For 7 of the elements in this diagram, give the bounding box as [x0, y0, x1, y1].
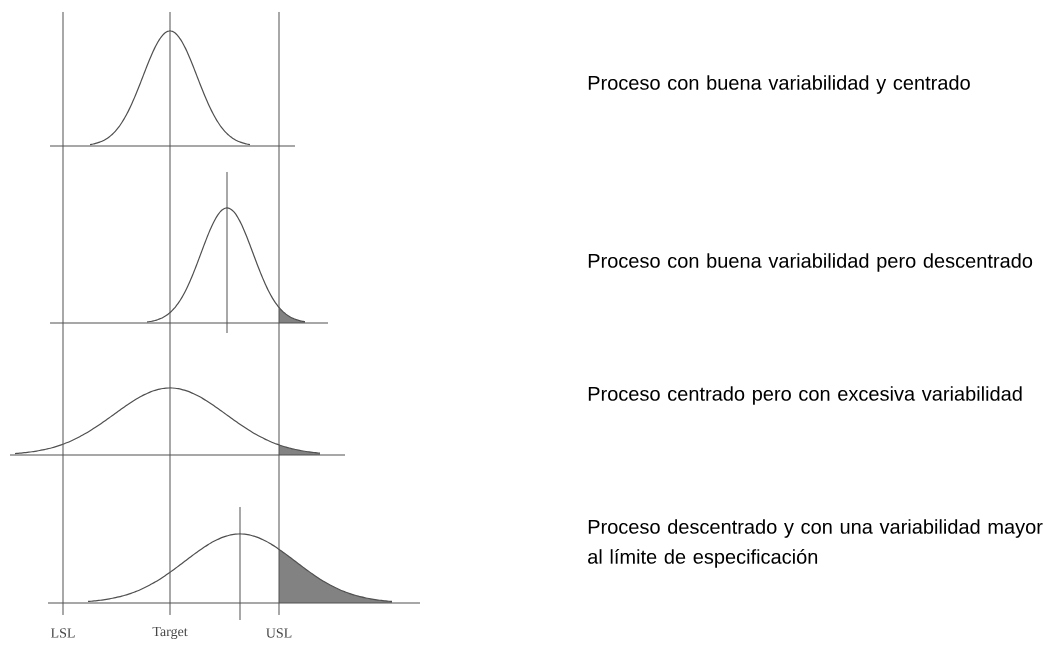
axis-label: LSL — [50, 628, 75, 638]
description-text: Proceso con buena variabilidad y centrado — [588, 75, 970, 94]
description-text: Proceso con buena variabilidad pero descentrado — [588, 253, 1033, 272]
description-text: Proceso centrado pero con excesiva variabilidad — [588, 386, 1022, 405]
description-text: Proceso descentrado y con una variabilidad mayor al límite de especificación — [588, 519, 1043, 568]
axis-label: Target — [152, 626, 188, 640]
axis-label: USL — [266, 628, 292, 638]
